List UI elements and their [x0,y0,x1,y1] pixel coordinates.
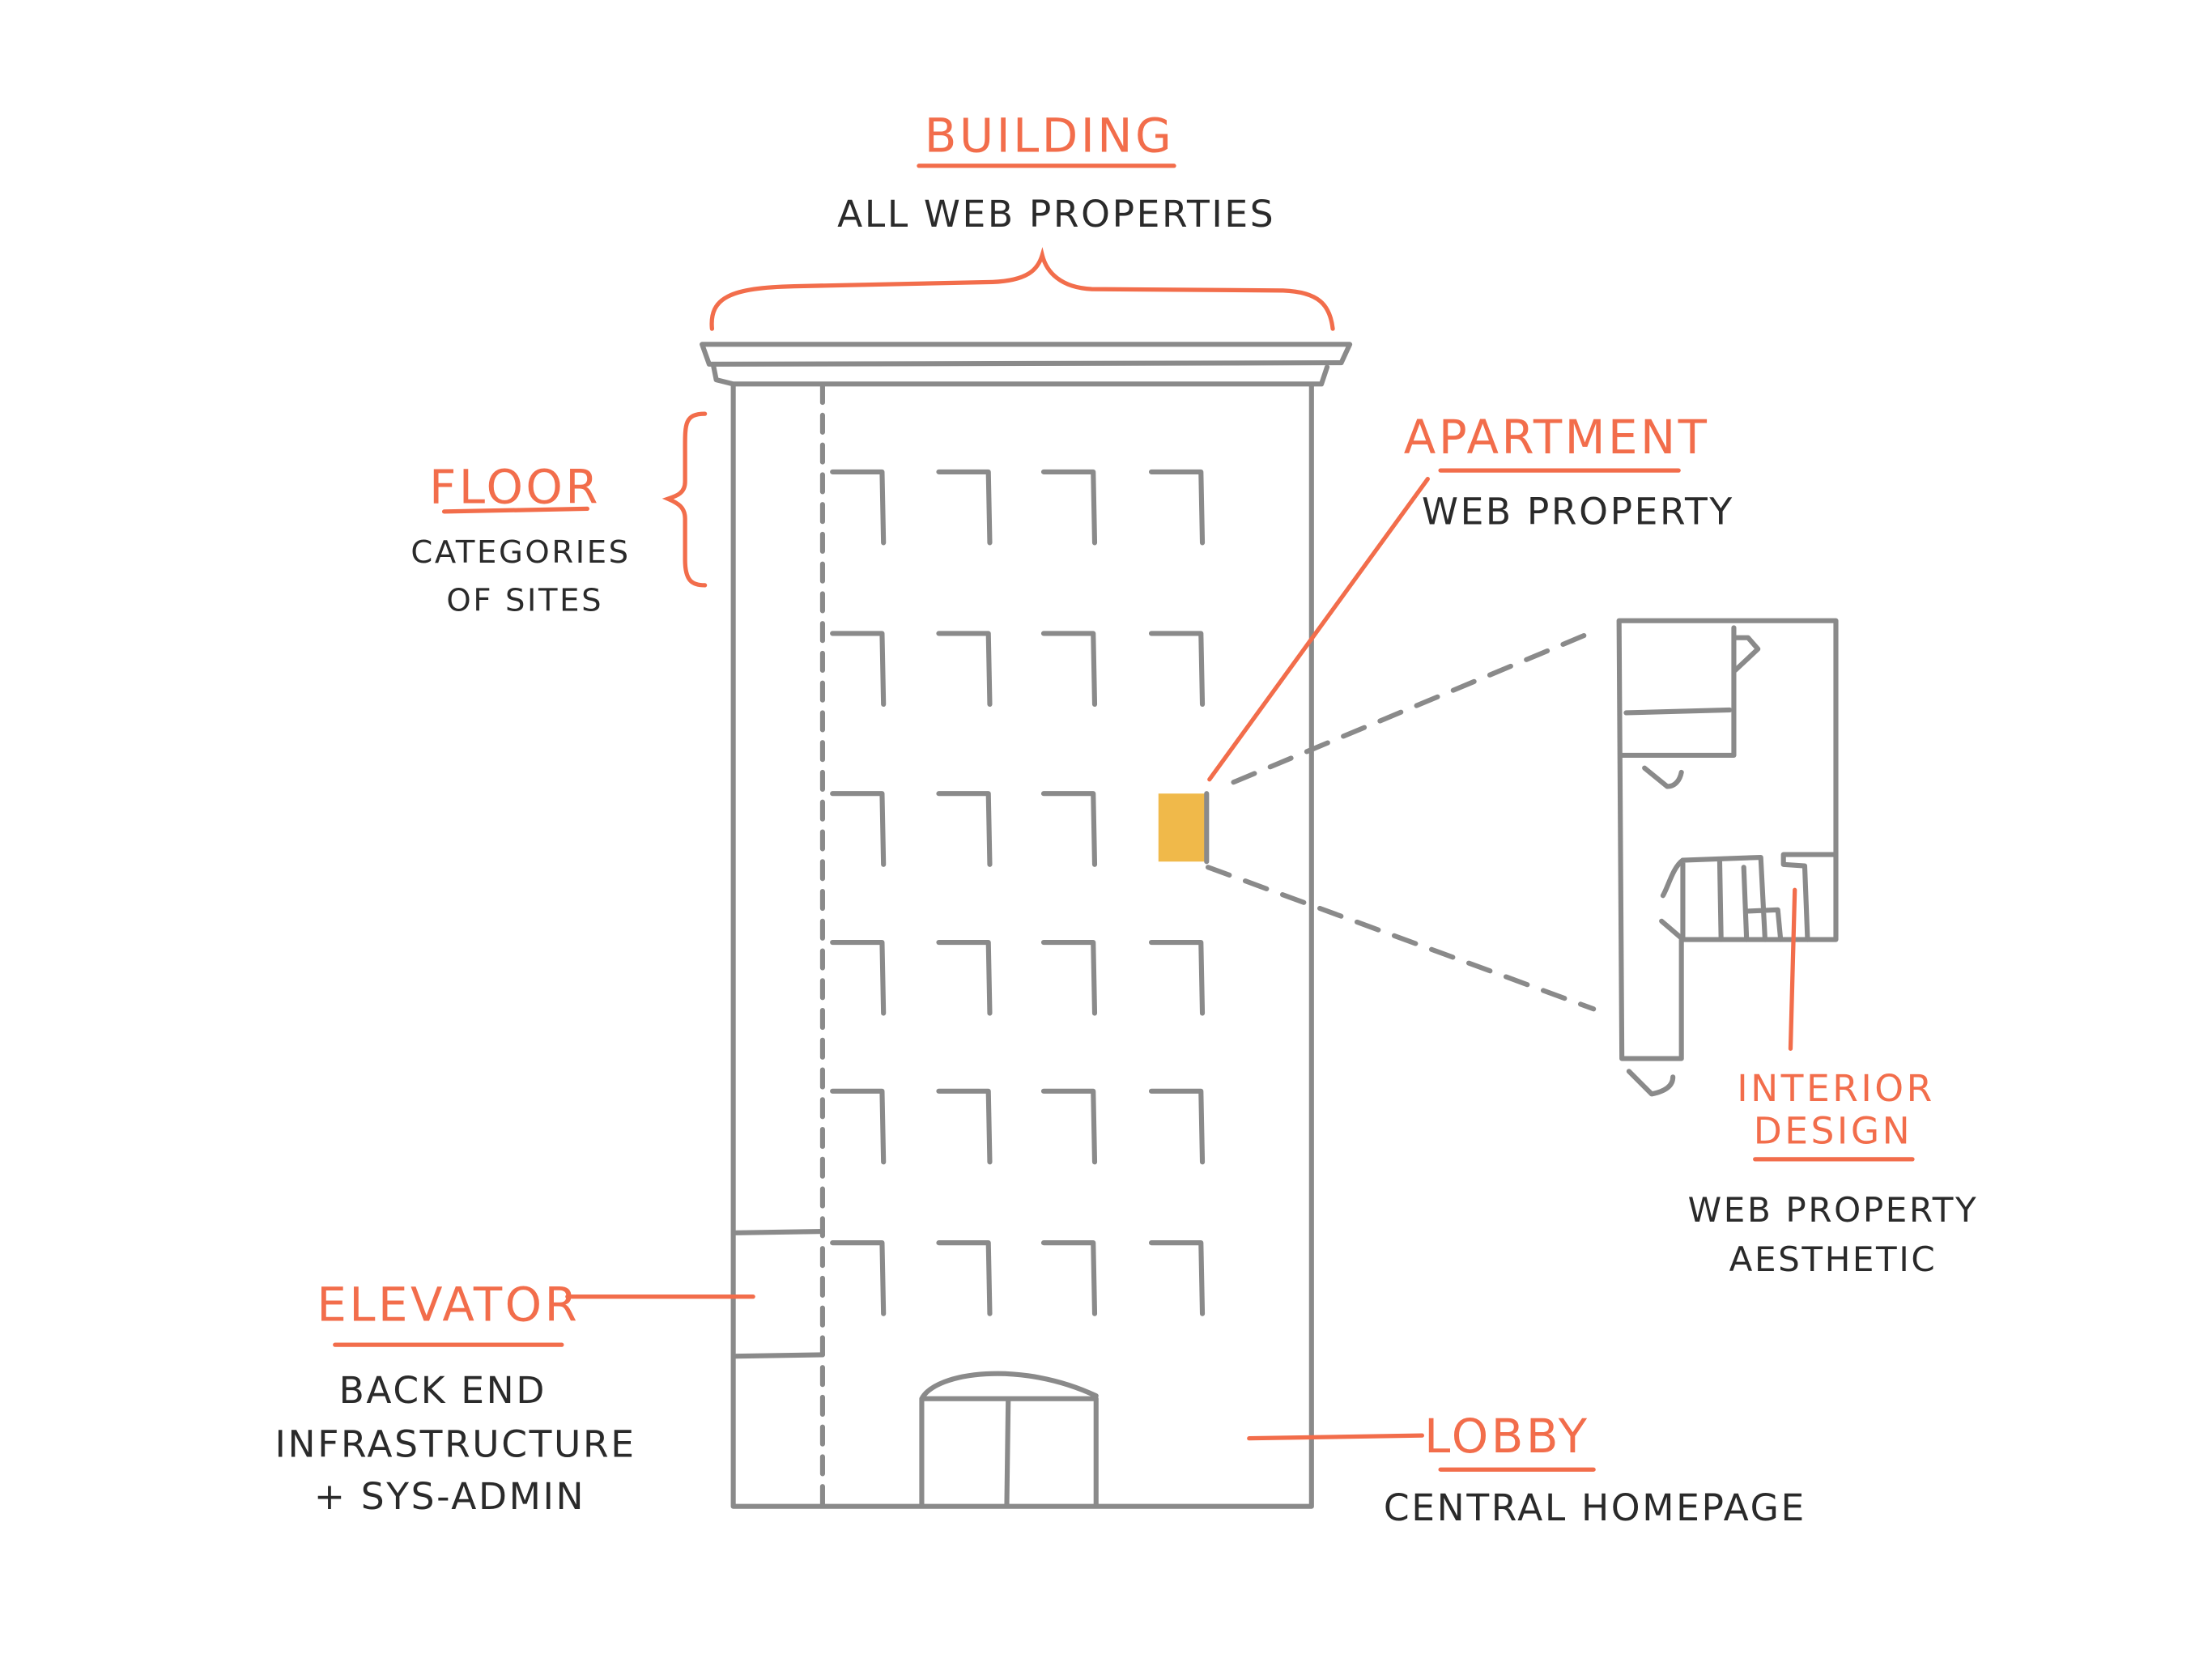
window [830,631,887,708]
interior-description-1: Web property [1688,1190,1979,1230]
zoom-lines [1205,627,1602,1012]
window [936,791,993,867]
lobby-label: Lobby [1424,1409,1589,1464]
building-walls [730,383,1314,1509]
floor-description-1: Categories [410,534,630,571]
elevator-car [734,1229,825,1359]
floor-brace [661,411,708,588]
elevator-description-3: + sys-admin [314,1475,585,1518]
window [830,1088,887,1165]
elevator-description-1: Back end [339,1369,547,1412]
window [830,791,887,867]
building-cornice [700,342,1353,367]
interior-label-1: Interior [1737,1067,1934,1110]
window [936,939,993,1016]
window [1040,791,1098,867]
building-label: Building [925,108,1175,163]
building-cornice-lower [711,363,1330,387]
window [1040,1088,1098,1165]
floor-description-2: of sites [446,582,603,619]
apartment-description: Web property [1422,491,1734,534]
window [1148,469,1206,546]
window [1148,939,1206,1016]
apartment-pointer [1207,477,1430,782]
floor-label: Floor [429,459,601,514]
window [936,1240,993,1316]
lobby-door [919,1371,1099,1508]
building [700,342,1353,1509]
windows [830,469,1206,1316]
window [1040,631,1098,708]
window [830,469,887,546]
lobby-pointer [1247,1433,1424,1441]
window [830,1240,887,1316]
window [1148,1088,1206,1165]
window [1040,939,1098,1016]
window [1148,1240,1206,1316]
interior-pointer [1788,887,1797,1051]
apartment-highlight [1158,793,1207,862]
apartment-floor-plan [1616,618,1839,1097]
elevator-label: Elevator [317,1277,580,1332]
window [936,631,993,708]
window [830,939,887,1016]
lobby-description: Central homepage [1384,1486,1806,1529]
window [1148,631,1206,708]
elevator-description-2: Infrastructure [274,1422,636,1465]
window [1040,1240,1098,1316]
window [936,1088,993,1165]
apartment-label: Apartment [1404,410,1710,465]
building-brace [709,247,1335,331]
window [1040,469,1098,546]
interior-label-2: Design [1754,1110,1912,1153]
interior-description-2: Aesthetic [1729,1239,1938,1279]
floor-underline [441,506,589,514]
building-description: All web properties [837,193,1275,236]
window [936,469,993,546]
